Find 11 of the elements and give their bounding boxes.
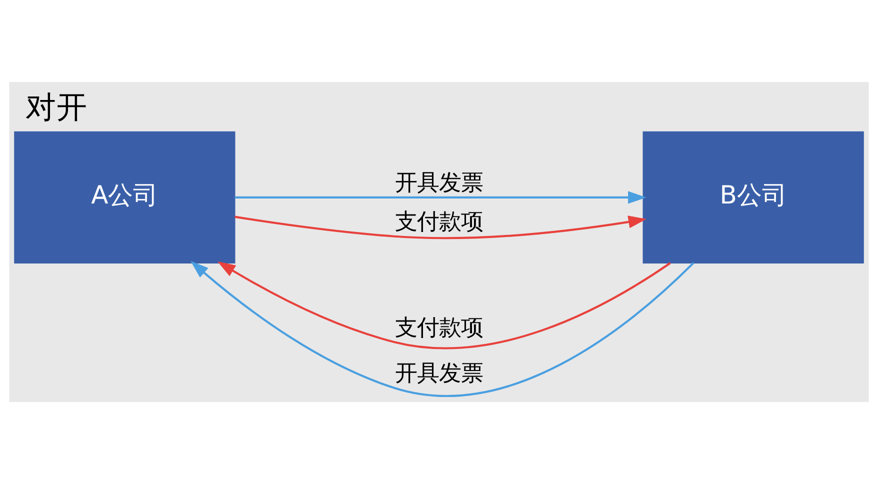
diagram-title: 对开 bbox=[26, 90, 88, 126]
node-box: A公司 bbox=[14, 131, 236, 264]
edge-label: 开具发票 bbox=[395, 170, 483, 196]
arrow bbox=[234, 216, 647, 240]
arrow bbox=[190, 260, 694, 397]
arrow bbox=[234, 191, 646, 204]
edge-label: 支付款项 bbox=[395, 314, 483, 341]
arrow bbox=[217, 261, 671, 350]
node-box: B公司 bbox=[642, 131, 864, 264]
edge-label: 支付款项 bbox=[395, 209, 483, 236]
edge-label: 开具发票 bbox=[395, 360, 483, 387]
